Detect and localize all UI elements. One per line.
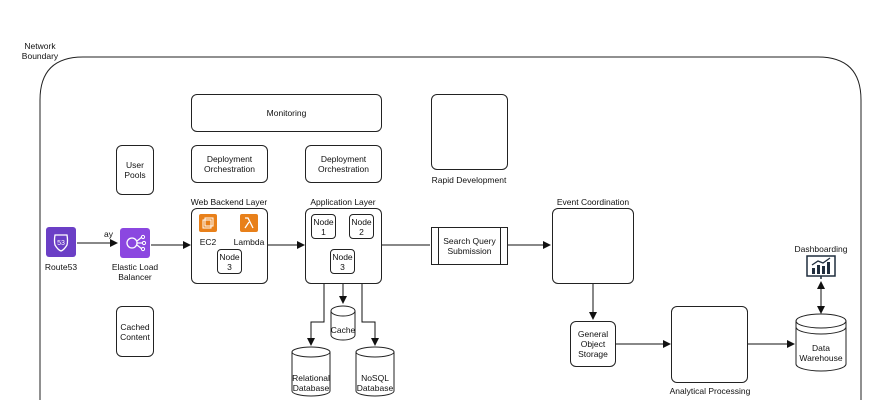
search-query-right-bar bbox=[500, 227, 501, 265]
nosql-database-label: NoSQL Database bbox=[356, 373, 394, 393]
application-layer-title: Application Layer bbox=[310, 197, 376, 207]
ec2-icon[interactable] bbox=[199, 214, 217, 232]
analytical-processing-label: Analytical Processing bbox=[669, 386, 751, 396]
svg-text:53: 53 bbox=[57, 240, 65, 247]
lambda-label: Lambda bbox=[233, 237, 265, 247]
data-warehouse-cylinder[interactable] bbox=[795, 313, 847, 373]
app-node-1-label: Node 1 bbox=[313, 216, 334, 237]
nosql-database-cylinder[interactable] bbox=[355, 346, 395, 398]
search-query-submission-box[interactable]: Search Query Submission bbox=[431, 227, 508, 265]
route53-icon[interactable]: 53 bbox=[46, 227, 76, 257]
relational-database-label: Relational Database bbox=[292, 373, 330, 393]
lambda-icon[interactable] bbox=[240, 214, 258, 232]
web-backend-layer-title: Web Backend Layer bbox=[190, 197, 268, 207]
dashboarding-label: Dashboarding bbox=[794, 244, 848, 254]
cached-content-label: Cached Content bbox=[120, 321, 150, 342]
deployment-right-label: Deployment Orchestration bbox=[317, 154, 370, 174]
user-pools-label: User Pools bbox=[124, 160, 146, 180]
search-query-label: Search Query Submission bbox=[443, 236, 496, 256]
search-query-left-bar bbox=[438, 227, 439, 265]
gateway-fragment-label: ay bbox=[104, 229, 113, 239]
monitoring-box[interactable]: Monitoring bbox=[191, 94, 382, 132]
cache-cylinder[interactable] bbox=[330, 305, 356, 341]
web-node-3[interactable]: Node 3 bbox=[217, 249, 242, 274]
rapid-development-label: Rapid Development bbox=[431, 175, 507, 185]
ec2-label: EC2 bbox=[199, 237, 217, 247]
dashboard-icon[interactable] bbox=[806, 255, 836, 279]
event-coordination-box[interactable] bbox=[552, 208, 634, 284]
rapid-development-box[interactable] bbox=[431, 94, 508, 170]
elb-label: Elastic Load Balancer bbox=[111, 262, 159, 282]
app-node-3[interactable]: Node 3 bbox=[330, 249, 355, 274]
app-node-2[interactable]: Node 2 bbox=[349, 214, 374, 239]
route53-label: Route53 bbox=[44, 262, 78, 272]
general-object-storage-box[interactable]: General Object Storage bbox=[570, 321, 616, 367]
data-warehouse-label: Data Warehouse bbox=[799, 343, 843, 363]
network-boundary-outline bbox=[39, 56, 862, 400]
web-node-3-label: Node 3 bbox=[219, 251, 240, 272]
cached-content-box[interactable]: Cached Content bbox=[116, 306, 154, 357]
app-node-1[interactable]: Node 1 bbox=[311, 214, 336, 239]
deployment-orchestration-right[interactable]: Deployment Orchestration bbox=[305, 145, 382, 183]
cache-label: Cache bbox=[330, 325, 356, 335]
elb-icon[interactable] bbox=[120, 228, 150, 258]
app-node-2-label: Node 2 bbox=[351, 216, 372, 237]
network-boundary-label: Network Boundary bbox=[21, 41, 59, 61]
analytical-processing-box[interactable] bbox=[671, 306, 748, 383]
deployment-left-label: Deployment Orchestration bbox=[203, 154, 256, 174]
relational-database-cylinder[interactable] bbox=[291, 346, 331, 398]
event-coordination-title: Event Coordination bbox=[556, 197, 630, 207]
user-pools-box[interactable]: User Pools bbox=[116, 145, 154, 195]
general-object-storage-label: General Object Storage bbox=[577, 329, 609, 359]
monitoring-label: Monitoring bbox=[266, 108, 307, 118]
app-node-3-label: Node 3 bbox=[332, 251, 353, 272]
deployment-orchestration-left[interactable]: Deployment Orchestration bbox=[191, 145, 268, 183]
